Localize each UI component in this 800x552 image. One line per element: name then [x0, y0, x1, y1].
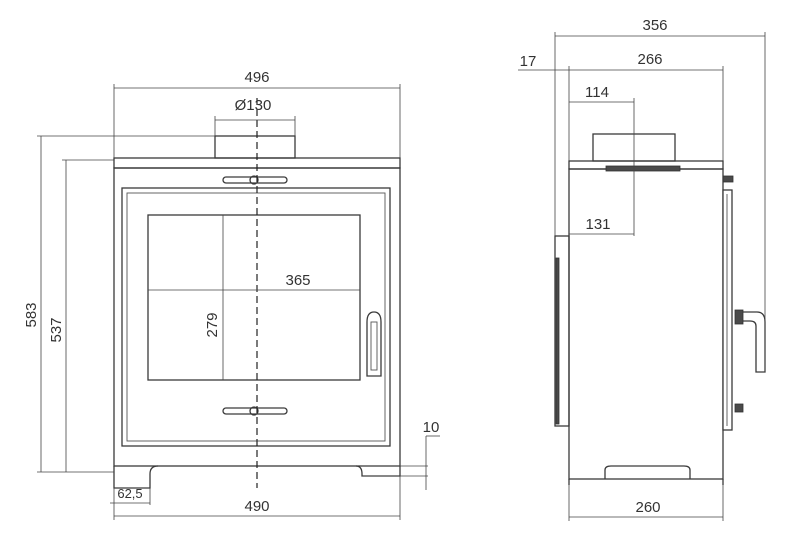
dim-total-height: 583: [23, 302, 40, 327]
dim-body-height: 537: [48, 317, 65, 342]
front-door-inner: [126, 192, 386, 442]
dim-flue-offset: 114: [585, 84, 609, 101]
side-door-front: [554, 235, 570, 427]
side-handle-mount: [734, 309, 744, 325]
dim-window-width: 365: [285, 272, 310, 289]
front-door-outer: [121, 187, 391, 447]
front-bottom-air-control: [222, 407, 288, 415]
dim-top-width: 496: [244, 69, 269, 86]
dim-base-depth: 260: [635, 499, 660, 516]
dim-flue-pipe-depth: 131: [585, 216, 610, 233]
dim-overall-depth: 356: [642, 17, 667, 34]
dim-top-depth: 266: [637, 51, 662, 68]
side-rear-panel: [722, 189, 733, 431]
side-flue-pipe: [605, 165, 681, 172]
side-rear-bolt-bottom: [734, 403, 744, 413]
dim-step-height: 10: [423, 419, 440, 436]
front-door-handle-grip: [370, 321, 378, 371]
front-flue-collar: [214, 135, 296, 159]
side-plinth: [568, 465, 724, 485]
front-door-handle: [366, 311, 382, 377]
front-bottom-air-knob: [249, 406, 259, 416]
side-view: 356 17 266 114 131 260: [518, 17, 766, 521]
dim-window-height: 279: [204, 312, 221, 337]
dim-flue-diameter: Ø130: [235, 97, 272, 114]
front-top-air-knob: [249, 175, 259, 185]
front-top-air-control: [222, 176, 288, 184]
front-view: 496 Ø130 583 537 365 279 62,5 490: [23, 69, 440, 520]
side-handle: [741, 311, 766, 373]
side-door-edge: [555, 257, 560, 425]
side-rear-bolt-top: [722, 175, 734, 183]
dim-base-width: 490: [244, 498, 269, 515]
dim-front-offset: 17: [520, 53, 537, 70]
dim-foot-offset: 62,5: [117, 486, 142, 501]
front-glass-window: [147, 214, 361, 381]
